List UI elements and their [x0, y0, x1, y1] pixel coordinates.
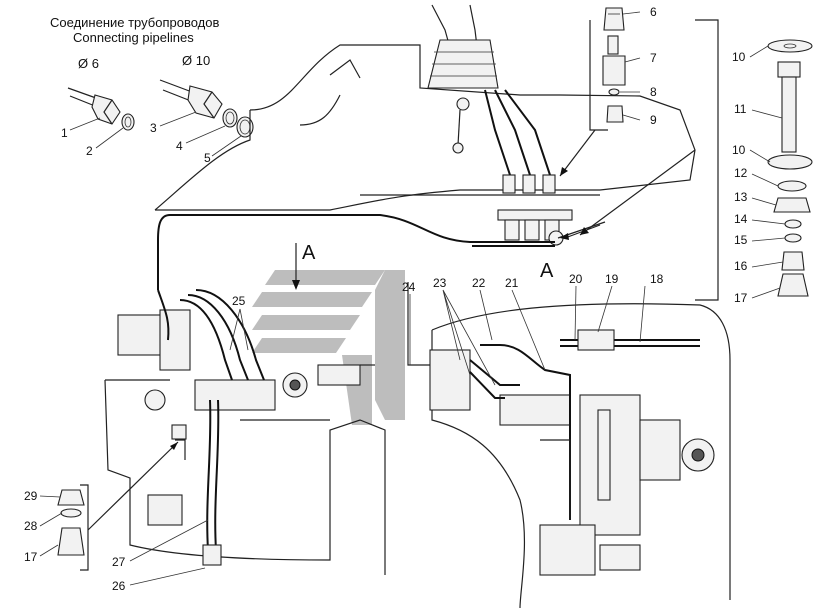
detail-bracket-right [589, 19, 719, 301]
callout-22: 22 [472, 276, 486, 290]
watermark-logo [252, 270, 405, 425]
callout-3: 3 [150, 121, 157, 135]
valve-hoses [484, 89, 573, 246]
callout-9: 9 [650, 113, 657, 127]
hydraulic-cylinder [117, 309, 375, 440]
parts-17-28-29 [57, 484, 89, 571]
callout-8: 8 [650, 85, 657, 99]
callout-16: 16 [734, 259, 748, 273]
callout-28: 28 [24, 519, 38, 533]
callout-4: 4 [176, 139, 183, 153]
callout-10-bottom: 10 [732, 143, 746, 157]
fitting-leaders [69, 111, 242, 157]
callout-6: 6 [650, 5, 657, 19]
callout-7: 7 [650, 51, 657, 65]
callout-29: 29 [24, 489, 38, 503]
callout-18: 18 [650, 272, 664, 286]
callout-2: 2 [86, 144, 93, 158]
title-russian: Соединение трубопроводов [50, 15, 220, 30]
leader-arrows [87, 129, 696, 531]
callout-1: 1 [61, 126, 68, 140]
callout-11: 11 [734, 102, 747, 116]
callout-27: 27 [112, 555, 126, 569]
fitting-detail-10mm [159, 79, 254, 138]
title-english: Connecting pipelines [73, 30, 194, 45]
callout-12: 12 [734, 166, 748, 180]
parts-10-17 [767, 39, 813, 297]
callout-24: 24 [402, 280, 416, 294]
fitting-detail-6mm [67, 87, 135, 131]
callout-21: 21 [505, 276, 519, 290]
callout-17-left: 17 [24, 550, 38, 564]
cab-outline [154, 44, 696, 211]
section-letter-a-lower: A [540, 260, 554, 282]
callout-17-right: 17 [734, 291, 748, 305]
control-lever [427, 4, 499, 154]
callout-25: 25 [232, 294, 246, 308]
callout-19: 19 [605, 272, 619, 286]
callout-13: 13 [734, 190, 748, 204]
section-a-structure [407, 282, 731, 608]
diameter-label-10: Ø 10 [182, 53, 211, 68]
section-letter-a-upper: A [302, 242, 316, 264]
callout-26: 26 [112, 579, 126, 593]
callout-leaders [39, 11, 786, 586]
callout-5: 5 [204, 151, 211, 165]
callout-23: 23 [433, 276, 447, 290]
callout-10-top: 10 [732, 50, 746, 64]
diameter-label-6: Ø 6 [78, 56, 99, 71]
callout-15: 15 [734, 233, 748, 247]
callout-20: 20 [569, 272, 583, 286]
parts-6-9 [602, 7, 626, 123]
callout-14: 14 [734, 212, 748, 226]
hose-bundle-25 [157, 289, 265, 566]
